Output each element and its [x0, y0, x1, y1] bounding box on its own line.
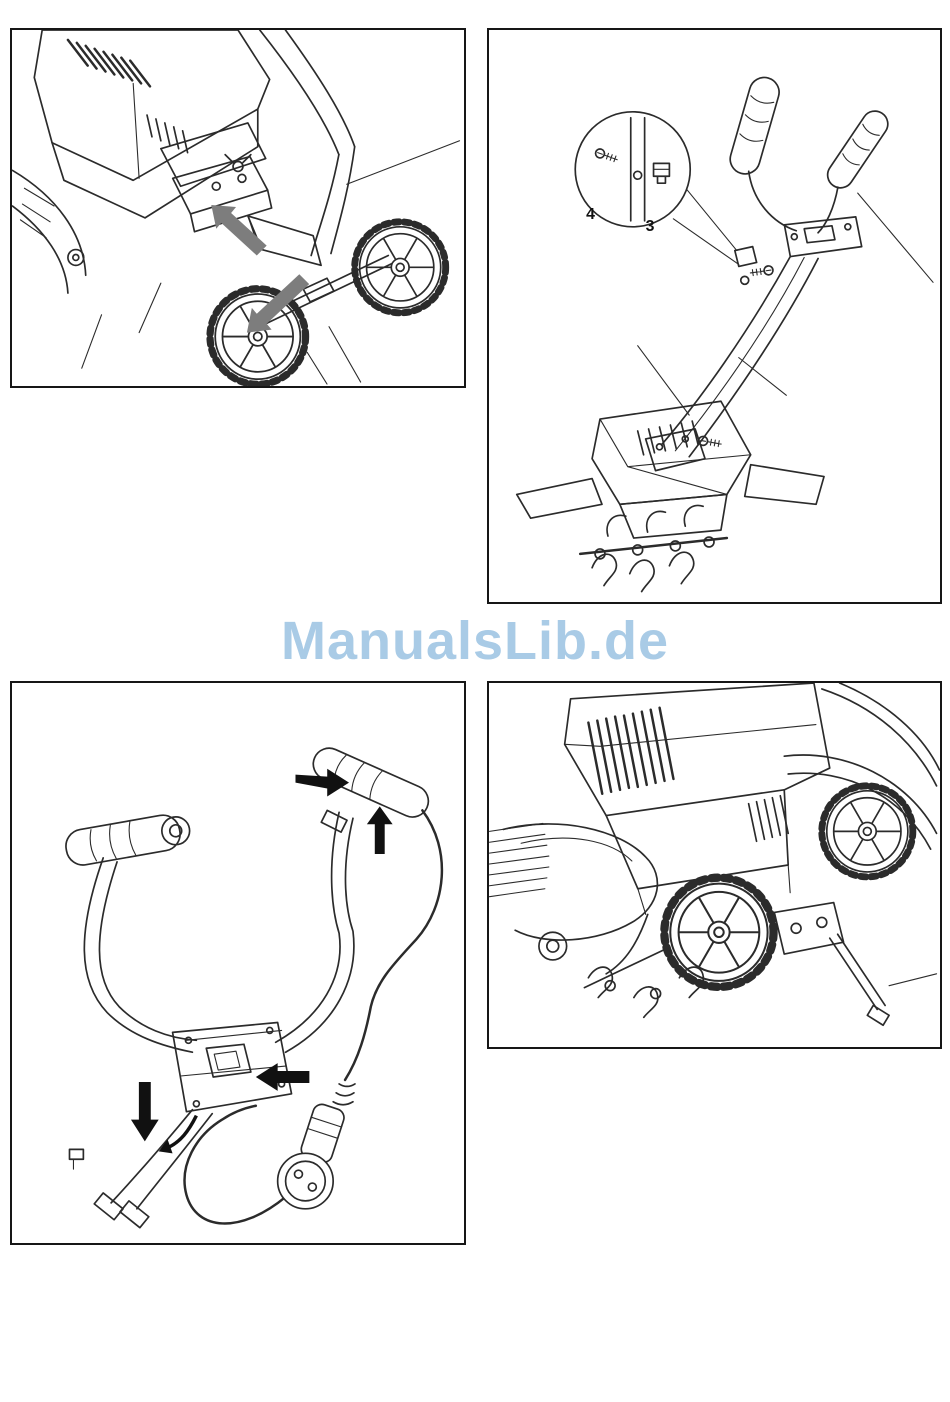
wing-bolt-icon [232, 160, 244, 173]
handlebar-and-shaft [660, 170, 863, 458]
wheel-right [355, 222, 446, 313]
clamp-piece [652, 162, 671, 185]
part-label-4: 4 [586, 206, 595, 223]
tiller-body [515, 400, 825, 539]
figure-panel-tiller-rear [487, 681, 942, 1049]
switch-junction [171, 1021, 293, 1113]
left-grip [729, 76, 780, 175]
tine-shield [489, 822, 659, 961]
black-arrow-right-icon [295, 768, 350, 797]
tiller-tines [583, 913, 705, 1019]
handle-tubes [83, 811, 355, 1054]
tiller-overview-figure: 4 3 [515, 76, 934, 593]
wheel-rear [822, 786, 913, 877]
detail-callout: 4 3 [574, 110, 740, 266]
wheel-front [664, 878, 773, 987]
figure-panel-handle-cable [10, 681, 466, 1245]
figure-panel-wheel-assembly [10, 28, 466, 388]
handlebar-tubes [258, 30, 356, 257]
part-label-3: 3 [646, 218, 655, 235]
figure-panel-tiller-overview: 4 3 [487, 28, 942, 604]
screw-icon [594, 148, 618, 163]
axle-bracket [773, 901, 845, 955]
watermark-text: ManualsLib.de [280, 611, 670, 671]
vent-slats [66, 38, 152, 88]
curved-arrow-icon [158, 1114, 198, 1154]
tiller-rear-figure [489, 683, 940, 1027]
power-plug [276, 1103, 345, 1210]
wheel-axle-assembly-figure [12, 30, 461, 386]
left-grip [65, 814, 191, 866]
handle-cable-plug-figure [65, 747, 444, 1229]
tiller-body [563, 683, 831, 916]
right-grip [312, 747, 430, 818]
gray-arrow-up-icon [211, 205, 267, 256]
vent-slats [587, 706, 675, 796]
leader-lines [81, 140, 461, 385]
screw-icon [749, 265, 774, 277]
right-grip [826, 110, 889, 189]
lower-tubes [68, 1108, 214, 1229]
tine-shield [12, 169, 87, 294]
switch-housing [803, 224, 836, 244]
gray-arrow-down-icon [246, 274, 310, 333]
vent-slats [636, 420, 699, 456]
black-arrow-left-icon [255, 1063, 310, 1091]
switch-lever [205, 1043, 252, 1078]
black-arrow-down-icon [130, 1081, 159, 1142]
tiller-body [33, 30, 271, 219]
leader-lines [637, 192, 934, 416]
tiller-tines [578, 504, 729, 593]
leader-lines [888, 973, 938, 987]
axle-bracket [171, 153, 322, 267]
wheel-front [210, 289, 306, 385]
grip-latch [320, 809, 348, 834]
kickstand-lever [828, 933, 890, 1027]
black-arrow-up-icon [366, 806, 393, 854]
power-cable [183, 809, 444, 1225]
